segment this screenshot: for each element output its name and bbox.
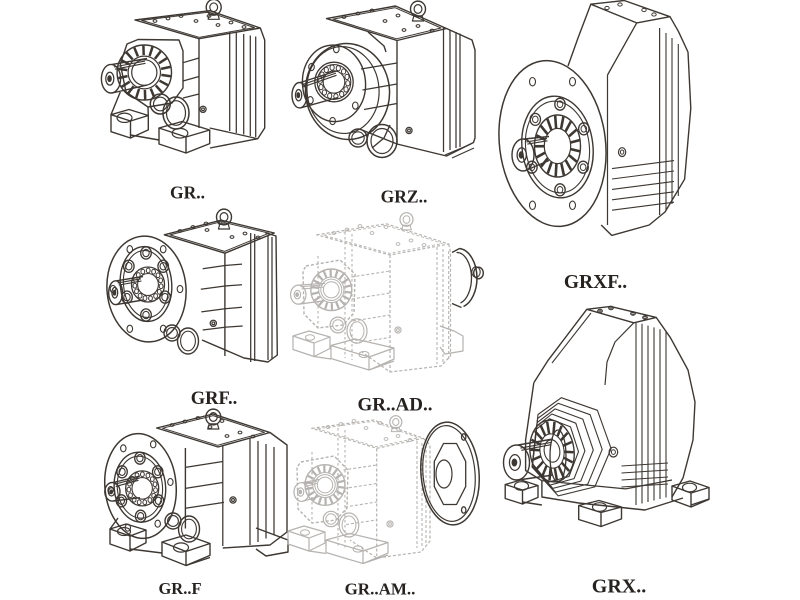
svg-text:GR..AD..: GR..AD..	[358, 395, 433, 416]
svg-text:GRF..: GRF..	[191, 389, 238, 409]
svg-text:GR..AM..: GR..AM..	[345, 580, 416, 599]
svg-text:GRX..: GRX..	[592, 576, 646, 598]
svg-text:GR..F: GR..F	[158, 579, 201, 598]
svg-text:GR..: GR..	[170, 183, 205, 203]
svg-text:GRZ..: GRZ..	[381, 187, 428, 207]
svg-text:GRXF..: GRXF..	[564, 272, 627, 293]
